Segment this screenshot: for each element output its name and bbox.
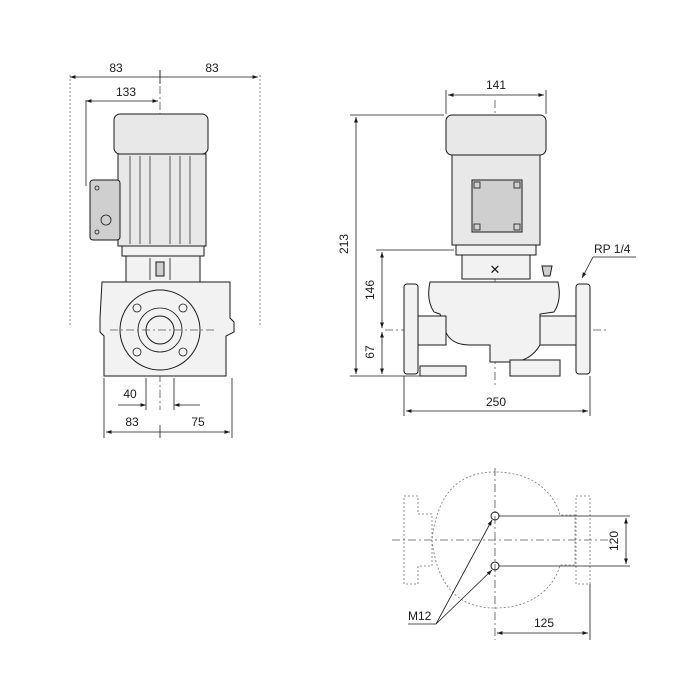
dim-side-bottom-left: 83 <box>125 415 139 429</box>
dim-side-top-right: 83 <box>205 61 219 75</box>
motor-fins <box>129 156 191 244</box>
dim-40: 40 <box>118 378 200 410</box>
dim-front-flange-height: 146 <box>363 280 377 300</box>
dim-125: 125 <box>497 584 591 640</box>
front-motor-fan-cover <box>445 114 547 156</box>
dim-front-motor-width: 141 <box>486 78 506 92</box>
dim-base-bolt-offset: 125 <box>534 616 554 630</box>
base-view: 120 125 M12 <box>392 468 630 640</box>
m12-callout: M12 <box>408 519 493 625</box>
dim-67: 67 <box>363 332 384 374</box>
motor-body <box>117 153 207 247</box>
front-left-flange <box>403 283 419 375</box>
front-right-pipe <box>539 315 579 346</box>
dim-top-83-83: 83 83 <box>70 61 258 84</box>
dim-front-port-label: RP 1/4 <box>594 242 631 256</box>
dim-side-bottom-right: 75 <box>191 415 205 429</box>
front-view: ✕ 141 213 146 <box>337 78 636 416</box>
motor-fan-cover <box>113 113 209 155</box>
dim-146: 146 <box>363 249 454 328</box>
front-right-flange <box>575 283 591 375</box>
dim-133: 133 <box>85 85 158 186</box>
front-left-pipe <box>415 315 447 346</box>
front-terminal-box <box>471 179 523 233</box>
dim-base-bolt-spacing: 120 <box>607 531 621 551</box>
dim-bottom-83-75: 83 75 <box>103 378 233 438</box>
dim-front-total-height: 213 <box>337 234 351 254</box>
side-view: 83 83 133 40 83 75 <box>69 61 261 438</box>
front-base <box>419 365 467 377</box>
dim-side-top-left: 83 <box>109 61 123 75</box>
dim-213: 213 <box>337 114 444 377</box>
vent-screw <box>541 265 553 277</box>
rp-port-callout: RP 1/4 <box>581 242 636 279</box>
dim-141: 141 <box>445 78 547 114</box>
dim-front-pipe-height: 67 <box>363 345 377 359</box>
dim-side-outlet: 40 <box>123 387 137 401</box>
dim-side-motor-offset: 133 <box>116 85 136 99</box>
front-pump-body <box>428 281 560 363</box>
terminal-box <box>89 179 121 241</box>
dim-front-length: 250 <box>486 395 506 409</box>
dim-base-bolt-thread: M12 <box>408 609 432 623</box>
brand-logo-icon: ✕ <box>490 263 501 278</box>
base-outline <box>431 471 576 609</box>
motor-flange <box>121 245 205 257</box>
dim-250: 250 <box>403 376 591 416</box>
dim-120: 120 <box>607 518 628 564</box>
